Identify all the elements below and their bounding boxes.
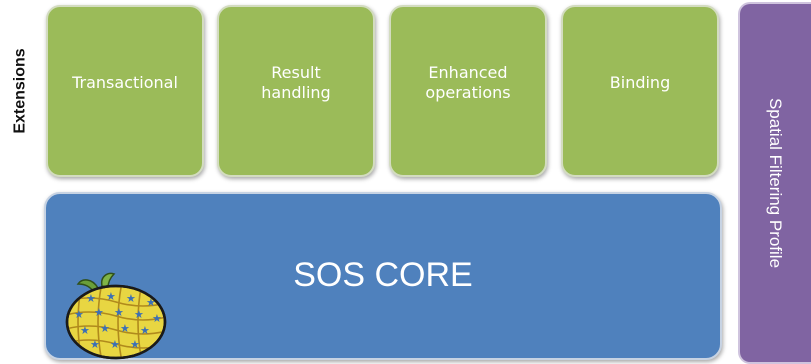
extension-label: Transactional — [72, 73, 178, 92]
svg-text:★: ★ — [114, 306, 124, 319]
extensions-label-text: Extensions — [12, 48, 30, 134]
extension-box-enhanced-operations: Enhanced operations — [389, 5, 547, 177]
svg-text:★: ★ — [94, 306, 104, 319]
svg-text:★: ★ — [86, 292, 96, 305]
pineapple-logo-icon: ★★★★ ★★★★★ ★★★★ ★★★ — [65, 272, 167, 360]
extension-box-transactional: Transactional — [46, 5, 204, 177]
svg-text:★: ★ — [140, 324, 150, 337]
extension-box-binding: Binding — [561, 5, 719, 177]
svg-text:★: ★ — [74, 308, 84, 321]
extension-label: Enhanced operations — [425, 63, 511, 102]
extension-label: Binding — [609, 73, 671, 92]
svg-text:★: ★ — [80, 324, 90, 337]
extension-box-result-handling: Result handling — [217, 5, 375, 177]
spatial-filtering-profile-label: Spatial Filtering Profile — [766, 97, 786, 269]
svg-text:★: ★ — [106, 290, 116, 303]
extension-label: Result handling — [261, 63, 331, 102]
spatial-filtering-profile-box: Spatial Filtering Profile — [738, 2, 811, 364]
sos-core-title: SOS CORE — [293, 256, 473, 294]
extensions-label: Extensions — [2, 2, 40, 180]
svg-text:★: ★ — [126, 292, 136, 305]
svg-text:★: ★ — [130, 338, 140, 351]
svg-text:★: ★ — [120, 322, 130, 335]
svg-text:★: ★ — [110, 338, 120, 351]
svg-text:★: ★ — [100, 322, 110, 335]
svg-text:★: ★ — [146, 296, 156, 309]
svg-text:★: ★ — [90, 338, 100, 351]
svg-text:★: ★ — [134, 308, 144, 321]
svg-text:★: ★ — [152, 312, 162, 325]
